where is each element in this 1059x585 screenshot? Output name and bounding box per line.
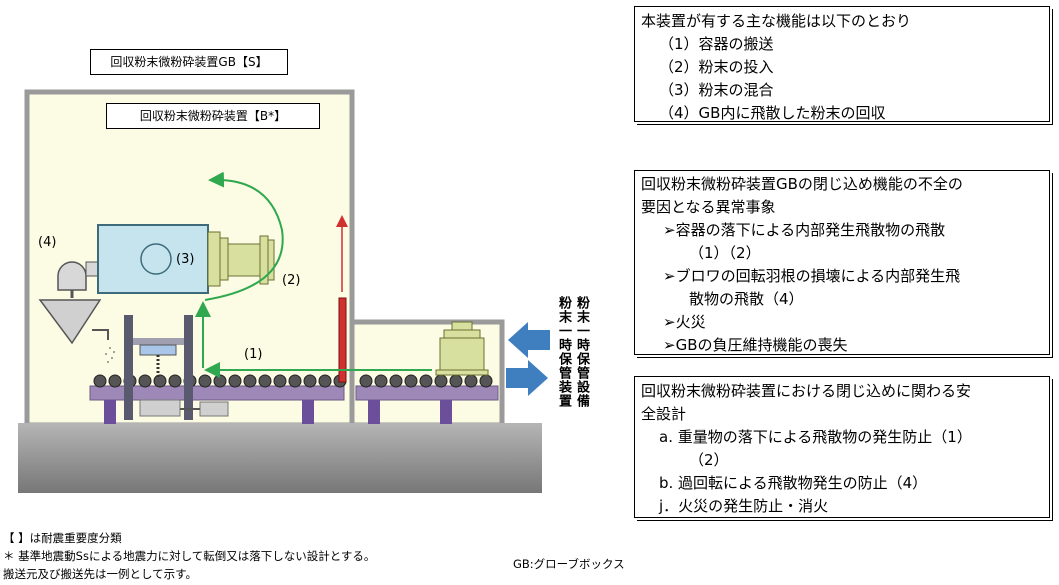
safety-item-j: j．火災の発生防止・消火	[659, 497, 829, 515]
event-item-1: 容器の落下による内部発生飛散物の飛散	[641, 219, 1043, 242]
event-item-4: GBの負圧維持機能の喪失	[641, 334, 1043, 357]
gb-label-box: 回収粉末微粉砕装置GB【S】	[90, 49, 288, 75]
blower-hopper	[38, 261, 115, 363]
label-num1: (1)	[244, 347, 262, 362]
function-item-1: （1）容器の搬送	[659, 35, 774, 53]
functions-box: 本装置が有する主な機能は以下のとおり （1）容器の搬送 （2）粉末の投入 （3）…	[634, 6, 1050, 122]
lifting-frame	[124, 315, 229, 420]
safety-title-1: 回収粉末微粉砕装置における閉じ込めに関わる安	[641, 382, 972, 400]
events-title-1: 回収粉末微粉砕装置GBの閉じ込め機能の不全の	[641, 175, 963, 193]
event-item-2-cont: 散物の飛散（4）	[689, 290, 804, 308]
function-item-3: （3）粉末の混合	[659, 81, 774, 99]
conveyor-extension	[355, 374, 499, 424]
label-num3: (3)	[176, 252, 194, 267]
safety-item-a-cont: （2）	[689, 451, 729, 469]
conveyor-main	[89, 374, 347, 424]
partition-door	[338, 297, 347, 383]
equipment-label: 回収粉末微粉砕装置【B*】	[139, 109, 287, 123]
side-label-left: 粉末一時保管装置	[556, 296, 571, 408]
event-item-1-cont: （1）（2）	[689, 244, 761, 262]
function-item-2: （2）粉末の投入	[659, 58, 774, 76]
safety-box: 回収粉末微粉砕装置における閉じ込めに関わる安 全設計 a. 重量物の落下による飛…	[634, 376, 1050, 518]
container	[435, 321, 489, 376]
blue-io-arrows	[506, 322, 550, 396]
event-item-2: ブロワの回転羽根の損壊による内部発生飛	[641, 265, 1043, 288]
functions-title: 本装置が有する主な機能は以下のとおり	[641, 12, 912, 30]
function-item-4: （4）GB内に飛散した粉末の回収	[659, 104, 886, 122]
events-box: 回収粉末微粉砕装置GBの閉じ込め機能の不全の 要因となる異常事象 容器の落下によ…	[634, 170, 1050, 355]
mixer	[97, 224, 275, 294]
events-title-2: 要因となる異常事象	[641, 198, 776, 216]
label-num4: (4)	[38, 235, 56, 250]
rotation-arrow	[204, 171, 284, 301]
event-item-3: 火災	[641, 311, 1043, 334]
gb-abbrev-note: GB:グローブボックス	[513, 557, 625, 571]
side-label-right: 粉末一時保管設備	[574, 296, 589, 408]
note-3: 搬送元及び搬送先は一例として示す。	[3, 567, 198, 581]
equipment-label-box: 回収粉末微粉砕装置【B*】	[106, 103, 320, 129]
ground	[18, 423, 542, 493]
note-2: ＊ 基準地震動Ssによる地震力に対して転倒又は落下しない設計とする。	[3, 549, 376, 563]
safety-item-b: b. 過回転による飛散物発生の防止（4）	[659, 474, 928, 492]
note-1: 【 】は耐震重要度分類	[3, 531, 122, 545]
gb-label: 回収粉末微粉砕装置GB【S】	[110, 55, 268, 69]
label-num2: (2)	[282, 273, 300, 288]
safety-title-2: 全設計	[641, 405, 687, 423]
safety-item-a: a. 重量物の落下による飛散物の発生防止（1）	[659, 428, 972, 446]
